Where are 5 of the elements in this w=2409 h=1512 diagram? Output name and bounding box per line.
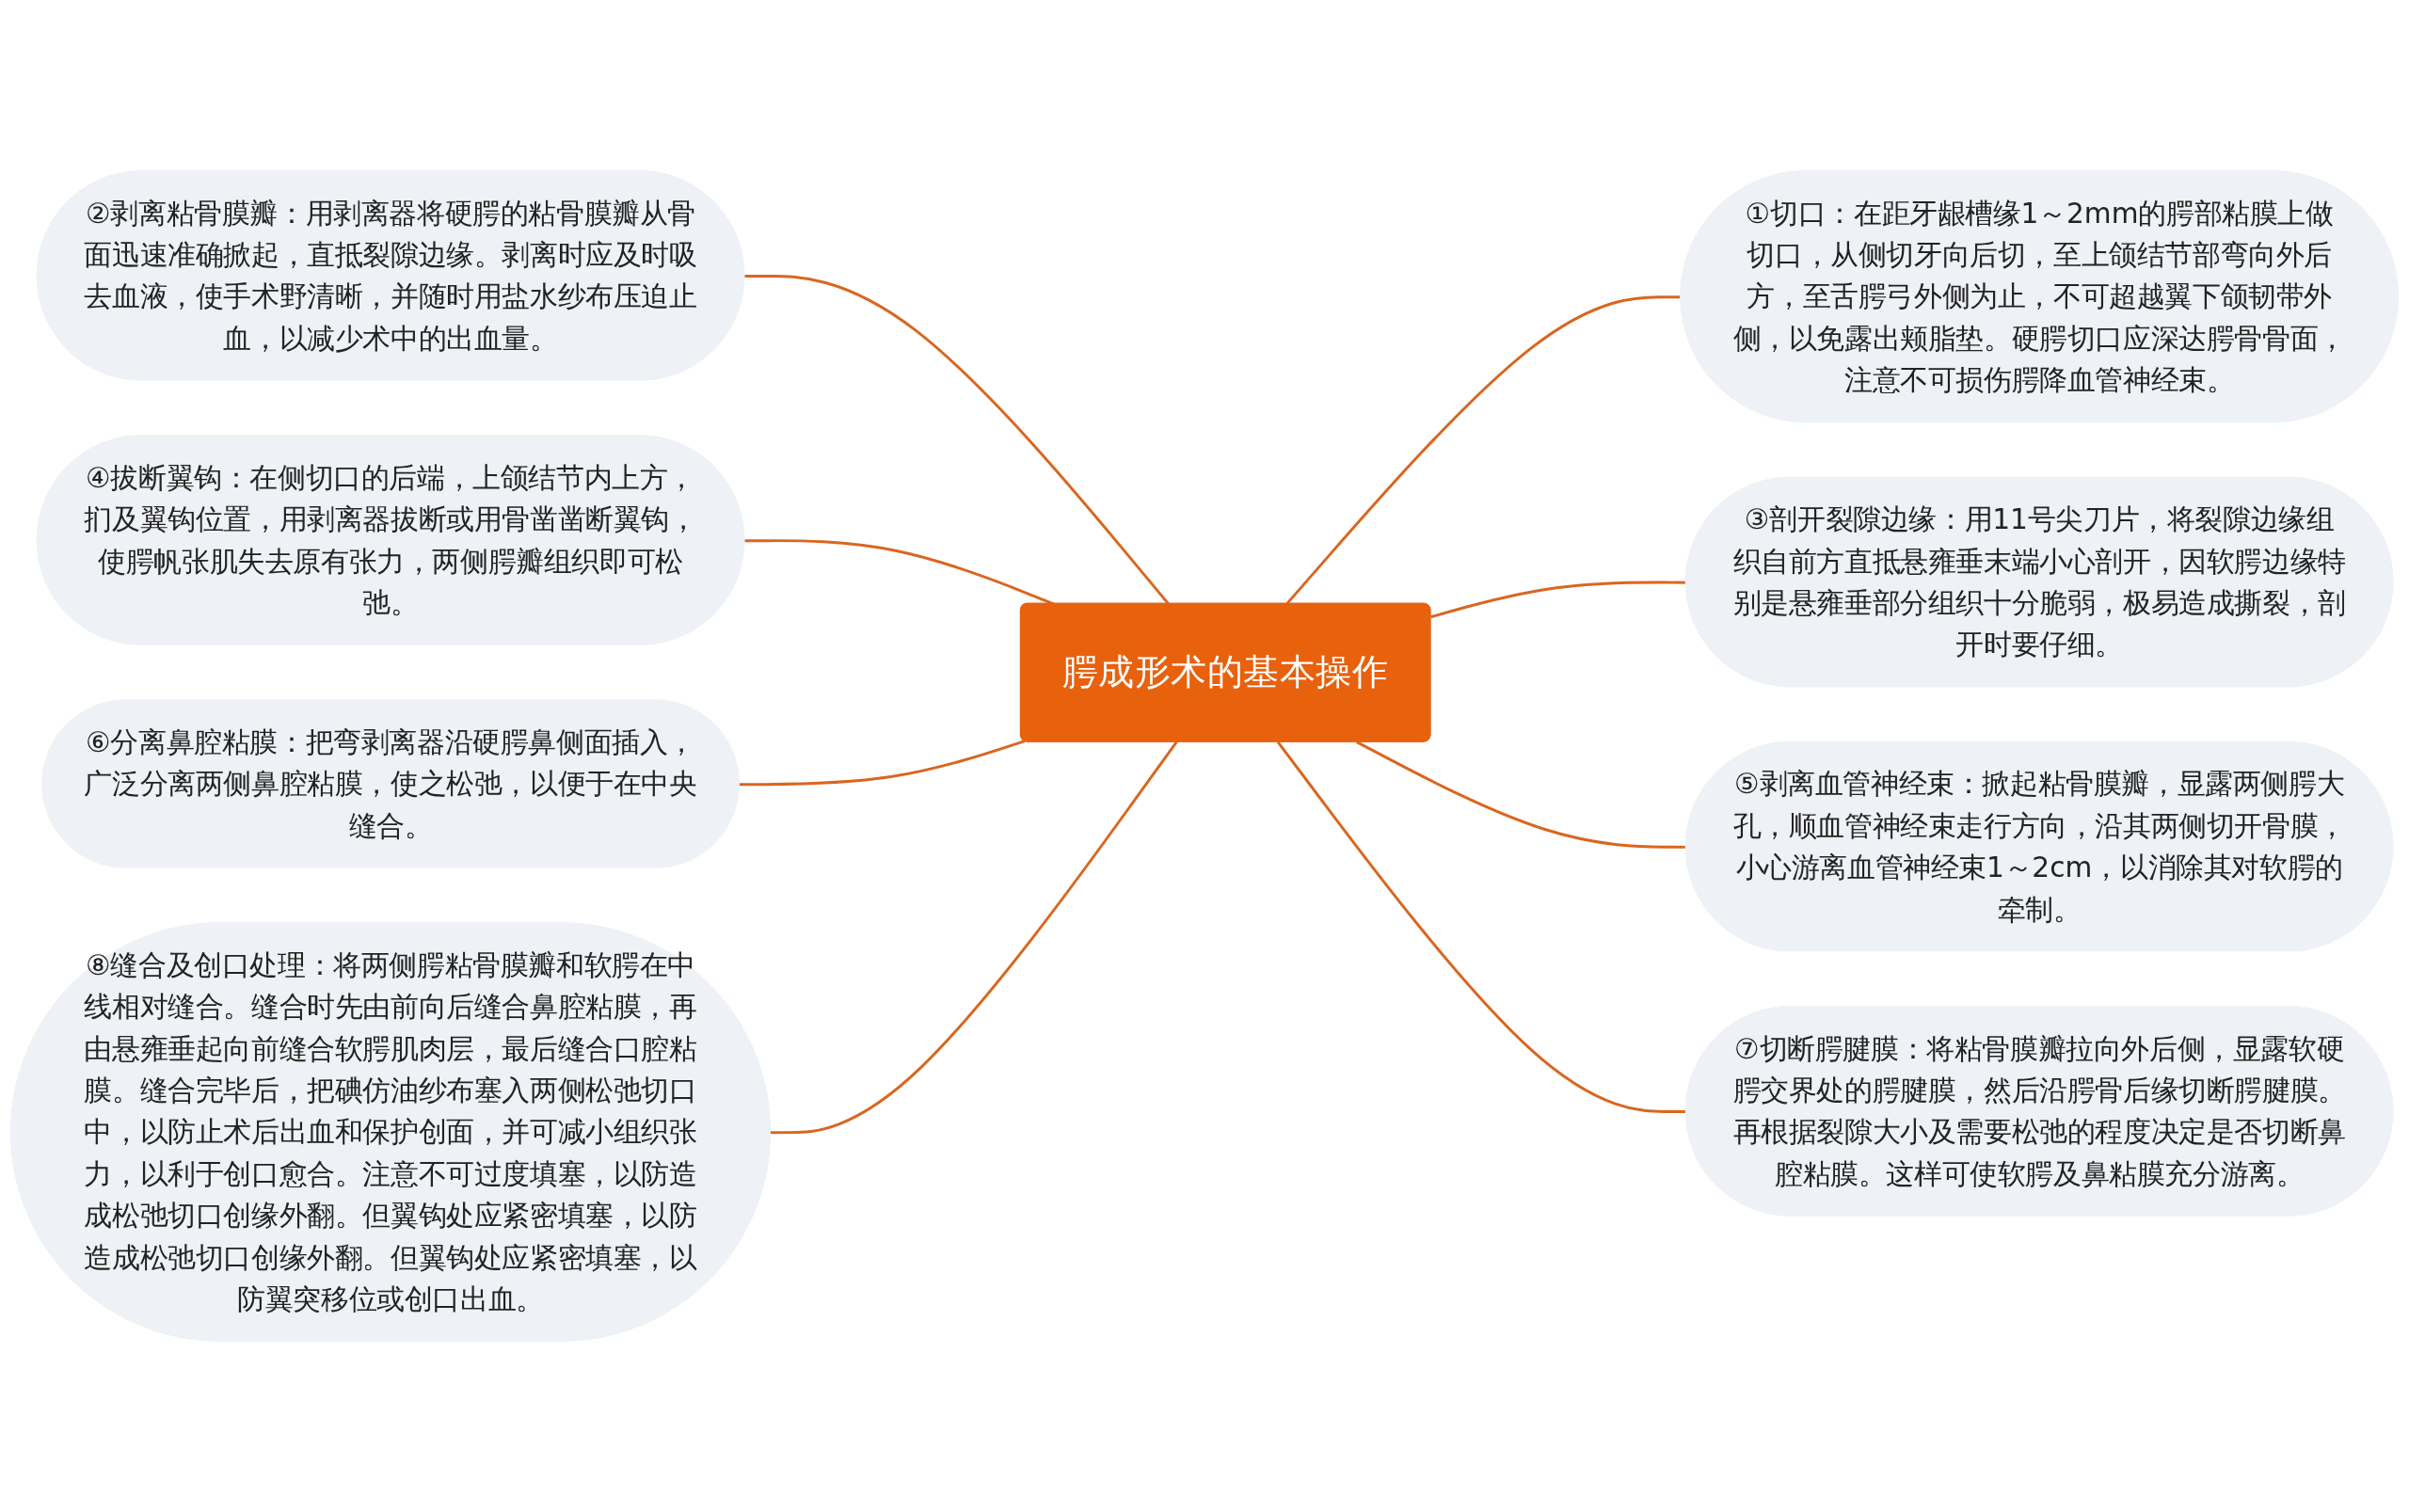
connector: [1276, 740, 1687, 1114]
connector: [1356, 740, 1687, 849]
connector: [1430, 581, 1687, 619]
connector: [739, 740, 1026, 787]
connector: [770, 740, 1178, 1135]
